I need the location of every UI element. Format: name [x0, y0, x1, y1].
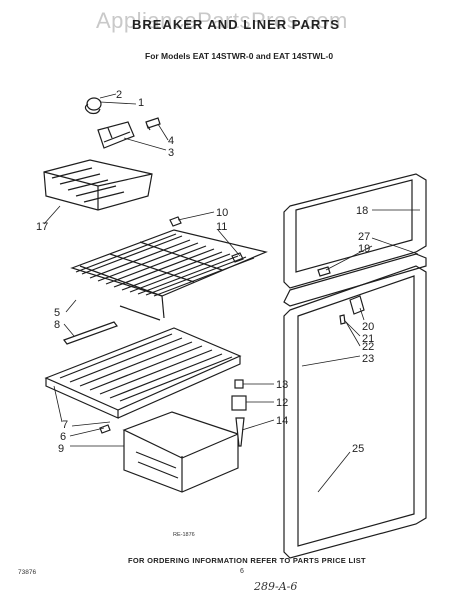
callout-4: 4 [168, 135, 174, 147]
callout-14: 14 [276, 415, 288, 427]
callout-27: 27 [358, 231, 370, 243]
ice-cube-tray [43, 159, 153, 211]
shelf-lower [44, 327, 242, 419]
crisper-pan [122, 411, 240, 493]
callout-6: 6 [60, 431, 66, 443]
callout-18: 18 [356, 205, 368, 217]
callout-22: 22 [362, 341, 374, 353]
drain-parts [231, 379, 247, 447]
ordering-info: FOR ORDERING INFORMATION REFER TO PARTS … [128, 556, 366, 565]
callout-10: 10 [216, 207, 228, 219]
watermark: AppliancePartsPros.com [96, 8, 348, 33]
wire-shelf-upper [70, 229, 268, 321]
drawing-reference: RE-1876 [173, 532, 195, 538]
callout-9: 9 [58, 443, 64, 455]
callout-8: 8 [54, 319, 60, 331]
callout-7: 7 [62, 419, 68, 431]
callout-12: 12 [276, 397, 288, 409]
callout-20: 20 [362, 321, 374, 333]
diagram-title: BREAKER AND LINER PARTS [132, 17, 340, 32]
breaker-strip-upper [283, 173, 427, 289]
callout-23: 23 [362, 353, 374, 365]
crisper-clip [99, 424, 111, 434]
callout-13: 13 [276, 379, 288, 391]
callout-5: 5 [54, 307, 60, 319]
callout-17: 17 [36, 221, 48, 233]
leader-lines [43, 93, 420, 493]
handwritten-note: 289-A-6 [254, 580, 298, 593]
callout-3: 3 [168, 147, 174, 159]
callout-25: 25 [352, 443, 364, 455]
callout-21: 21 [362, 333, 374, 345]
light-shield [97, 121, 135, 149]
shelf-trim [63, 321, 118, 345]
page-number: 6 [240, 568, 244, 575]
callout-labels: 1 2 3 4 5 6 7 8 9 10 11 12 13 14 17 18 1… [36, 89, 374, 455]
shelf-clips [169, 216, 244, 263]
diagram-subtitle: For Models EAT 14STWR-0 and EAT 14STWL-0 [145, 51, 334, 61]
page-reference: 73876 [18, 569, 37, 576]
breaker-strip-lower [283, 265, 427, 559]
callout-11: 11 [216, 221, 227, 233]
callout-1: 1 [138, 97, 144, 109]
callout-2: 2 [116, 89, 122, 101]
light-bulb-assembly [84, 97, 161, 131]
callout-19: 19 [358, 243, 370, 255]
